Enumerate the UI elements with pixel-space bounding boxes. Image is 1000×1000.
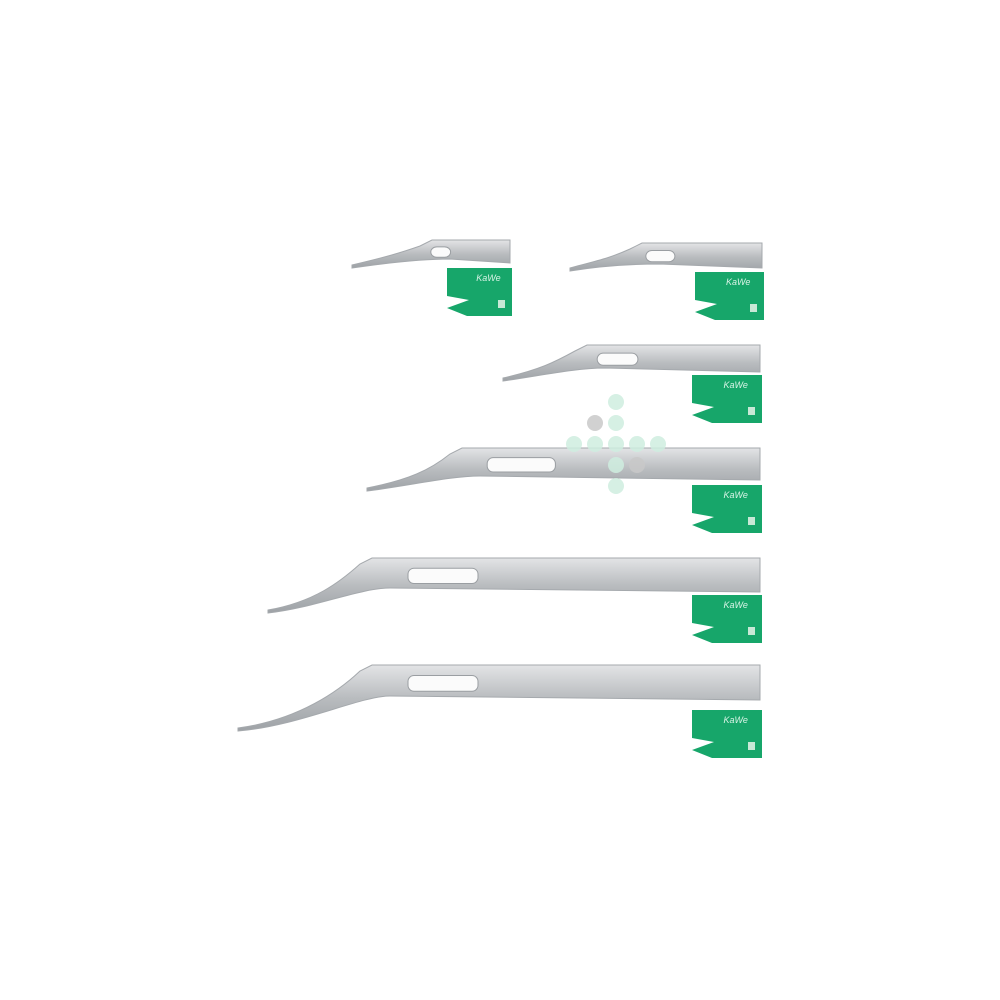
watermark-dots [566, 394, 666, 494]
green-clip [692, 375, 762, 423]
watermark-dot [566, 436, 582, 452]
brand-logo: KaWe [476, 273, 500, 283]
laryngoscope-blade: KaWe [267, 557, 762, 643]
clip-pin [498, 300, 505, 308]
clip-pin [748, 517, 755, 525]
clip-pin [748, 742, 755, 750]
brand-logo: KaWe [724, 380, 748, 390]
watermark-dot [608, 457, 624, 473]
green-clip [692, 485, 762, 533]
watermark-dot [608, 415, 624, 431]
green-clip [692, 710, 762, 758]
green-clip [692, 595, 762, 643]
watermark-dot [587, 436, 603, 452]
clip-pin [748, 407, 755, 415]
laryngoscope-blade: KaWe [366, 447, 762, 533]
green-clip [447, 268, 512, 316]
laryngoscope-blade: KaWe [502, 344, 762, 423]
watermark-dot [608, 394, 624, 410]
light-window [430, 246, 452, 258]
light-window [596, 352, 639, 366]
light-window [407, 675, 479, 692]
blade-body [267, 557, 761, 614]
laryngoscope-blade: KaWe [237, 664, 762, 758]
green-clip [695, 272, 764, 320]
clip-pin [750, 304, 757, 312]
brand-logo: KaWe [724, 600, 748, 610]
watermark-dot [629, 436, 645, 452]
watermark-dot [608, 436, 624, 452]
watermark-dot [650, 436, 666, 452]
blade-body [237, 664, 761, 732]
light-window [645, 250, 676, 263]
laryngoscope-blade: KaWe [351, 239, 512, 316]
watermark-dot [608, 478, 624, 494]
light-window [407, 567, 479, 585]
brand-logo: KaWe [724, 715, 748, 725]
light-window [486, 457, 556, 473]
brand-logo: KaWe [724, 490, 748, 500]
clip-pin [748, 627, 755, 635]
watermark-dot [587, 415, 603, 431]
watermark-dot [629, 457, 645, 473]
laryngoscope-blade: KaWe [569, 242, 764, 320]
blade-body [366, 447, 761, 492]
brand-logo: KaWe [726, 277, 750, 287]
